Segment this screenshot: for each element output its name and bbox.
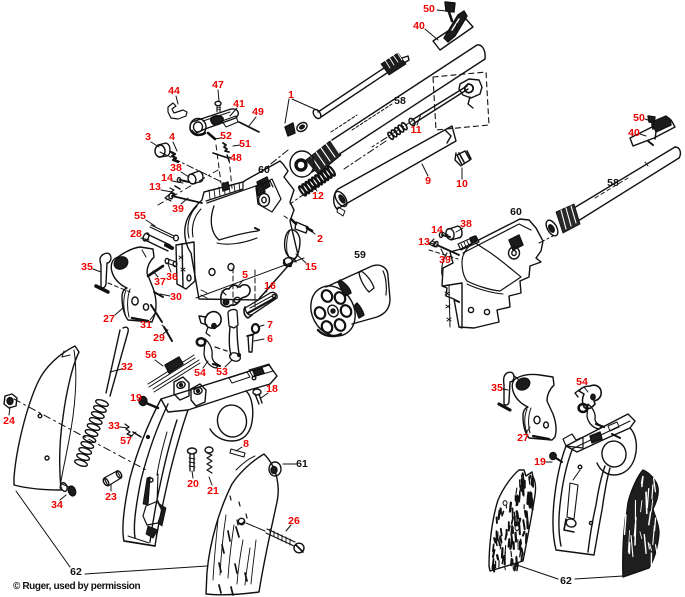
svg-text:40: 40 bbox=[628, 127, 640, 139]
svg-text:24: 24 bbox=[3, 415, 15, 427]
svg-text:3: 3 bbox=[145, 131, 151, 143]
svg-text:26: 26 bbox=[288, 515, 300, 527]
svg-text:62: 62 bbox=[70, 566, 82, 578]
svg-text:60: 60 bbox=[510, 206, 522, 218]
svg-text:10: 10 bbox=[456, 178, 468, 190]
svg-text:60: 60 bbox=[258, 164, 270, 176]
svg-text:13: 13 bbox=[418, 236, 430, 248]
svg-text:2: 2 bbox=[317, 233, 323, 245]
svg-text:58: 58 bbox=[607, 177, 619, 189]
svg-text:51: 51 bbox=[239, 138, 251, 150]
svg-text:38: 38 bbox=[460, 218, 472, 230]
svg-text:11: 11 bbox=[410, 124, 421, 136]
svg-text:37: 37 bbox=[154, 276, 166, 288]
svg-text:28: 28 bbox=[130, 228, 142, 240]
svg-text:35: 35 bbox=[491, 382, 503, 394]
svg-text:14: 14 bbox=[161, 172, 173, 184]
svg-text:38: 38 bbox=[170, 162, 182, 174]
svg-text:29: 29 bbox=[153, 332, 165, 344]
svg-text:50: 50 bbox=[423, 3, 435, 15]
svg-text:49: 49 bbox=[252, 106, 264, 118]
svg-text:61: 61 bbox=[296, 458, 308, 470]
svg-text:44: 44 bbox=[168, 85, 180, 97]
svg-text:39: 39 bbox=[439, 254, 451, 266]
svg-text:23: 23 bbox=[105, 491, 117, 503]
svg-text:20: 20 bbox=[187, 478, 199, 490]
svg-text:57: 57 bbox=[120, 435, 132, 447]
svg-text:47: 47 bbox=[212, 79, 224, 91]
svg-text:35: 35 bbox=[81, 261, 93, 273]
svg-text:40: 40 bbox=[413, 20, 425, 32]
svg-text:21: 21 bbox=[207, 485, 219, 497]
svg-text:19: 19 bbox=[534, 456, 546, 468]
svg-text:12: 12 bbox=[312, 190, 324, 202]
svg-text:27: 27 bbox=[103, 313, 115, 325]
svg-text:9: 9 bbox=[425, 175, 431, 187]
svg-text:8: 8 bbox=[243, 438, 249, 450]
svg-text:18: 18 bbox=[266, 383, 278, 395]
svg-text:34: 34 bbox=[51, 499, 63, 511]
svg-text:14: 14 bbox=[431, 224, 443, 236]
svg-text:62: 62 bbox=[560, 575, 572, 587]
svg-text:59: 59 bbox=[354, 249, 366, 261]
svg-text:32: 32 bbox=[121, 361, 133, 373]
svg-text:13: 13 bbox=[149, 181, 161, 193]
svg-text:58: 58 bbox=[394, 95, 406, 107]
svg-text:55: 55 bbox=[134, 210, 146, 222]
svg-text:39: 39 bbox=[172, 203, 184, 215]
svg-text:54: 54 bbox=[194, 367, 206, 379]
svg-text:52: 52 bbox=[220, 130, 232, 142]
svg-text:4: 4 bbox=[169, 131, 175, 143]
svg-text:36: 36 bbox=[166, 271, 178, 283]
svg-text:30: 30 bbox=[170, 291, 182, 303]
svg-text:41: 41 bbox=[233, 98, 245, 110]
svg-text:33: 33 bbox=[108, 420, 120, 432]
svg-text:1: 1 bbox=[288, 89, 294, 101]
svg-text:5: 5 bbox=[242, 269, 248, 281]
svg-text:50: 50 bbox=[633, 112, 645, 124]
svg-text:53: 53 bbox=[216, 366, 228, 378]
svg-text:© Ruger, used by permission: © Ruger, used by permission bbox=[13, 581, 140, 592]
svg-text:7: 7 bbox=[267, 319, 273, 331]
svg-text:48: 48 bbox=[230, 152, 242, 164]
svg-text:56: 56 bbox=[145, 349, 157, 361]
svg-text:54: 54 bbox=[576, 376, 588, 388]
svg-text:19: 19 bbox=[130, 392, 142, 404]
svg-text:15: 15 bbox=[305, 261, 317, 273]
svg-text:16: 16 bbox=[264, 280, 276, 292]
svg-text:31: 31 bbox=[140, 319, 152, 331]
svg-text:27: 27 bbox=[517, 432, 529, 444]
svg-text:6: 6 bbox=[267, 333, 273, 345]
